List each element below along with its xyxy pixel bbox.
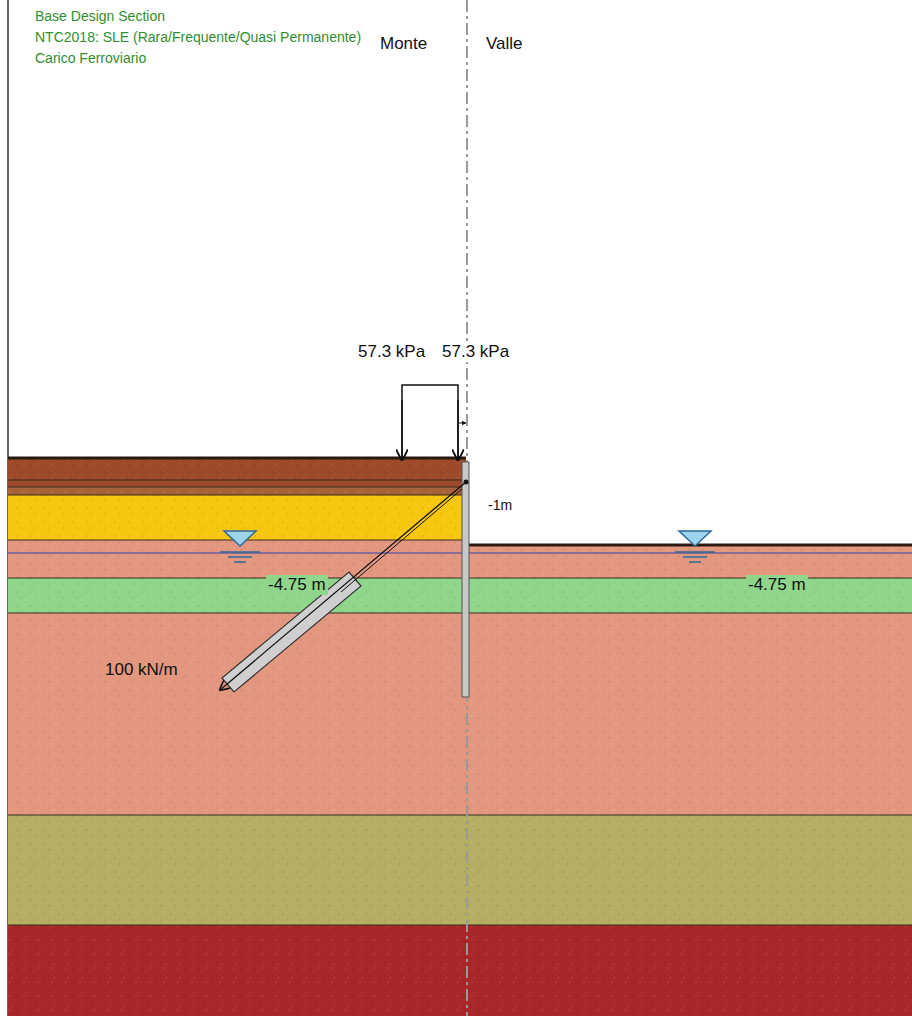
load-arrow: [401, 400, 403, 460]
retaining-wall: [462, 462, 469, 697]
depth-label: -4.75 m: [266, 575, 328, 595]
side-label: Monte: [378, 34, 429, 54]
layer-boundaries: [8, 480, 912, 925]
anchor-grout: [222, 572, 361, 692]
load-value: 57.3 kPa: [356, 342, 427, 362]
anchor-tendon: [341, 489, 462, 592]
anchor-tendon: [220, 482, 466, 690]
anchor-head: [464, 480, 469, 485]
load-arrow: [457, 400, 459, 460]
ground-surface: [8, 457, 466, 460]
depth-label: -4.75 m: [746, 575, 808, 595]
heading-line: Base Design Section: [33, 8, 167, 25]
heading-line: Carico Ferroviario: [33, 50, 148, 67]
heading-line: NTC2018: SLE (Rara/Frequente/Quasi Perma…: [33, 29, 363, 46]
water-table: [8, 552, 912, 553]
water-symbol: [675, 531, 715, 562]
small-arrow: [459, 423, 466, 424]
load-outline: [402, 385, 458, 458]
depth-label: -1m: [486, 497, 514, 514]
anchor-force: 100 kN/m: [103, 660, 180, 680]
water-symbol: [220, 531, 260, 562]
soil-layers: [8, 458, 912, 1016]
excavation-base: [466, 544, 912, 547]
side-label: Valle: [484, 34, 525, 54]
load-value: 57.3 kPa: [440, 342, 511, 362]
